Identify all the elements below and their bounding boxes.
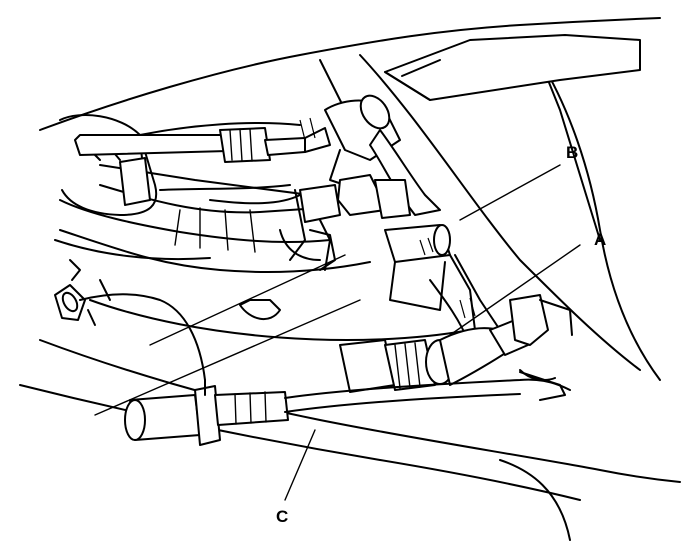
- connector-cluster: [279, 174, 411, 271]
- leader-lines: [94, 164, 581, 501]
- fuel-rail: [74, 127, 331, 206]
- shading: [299, 117, 476, 319]
- body-outline: [19, 17, 681, 541]
- callout-label-c: C: [276, 507, 288, 526]
- wire-bracket: [54, 259, 281, 381]
- cover-panel: [384, 34, 641, 101]
- oxygen-sensor-connector: [339, 294, 573, 401]
- oxygen-sensor-wire-harness: [124, 378, 571, 446]
- callout-label-b: B: [566, 143, 578, 162]
- engine-block: [54, 114, 331, 271]
- sensor-mounting-boss: [384, 224, 476, 331]
- upper-hose: [324, 94, 441, 216]
- callout-label-a: A: [594, 230, 606, 249]
